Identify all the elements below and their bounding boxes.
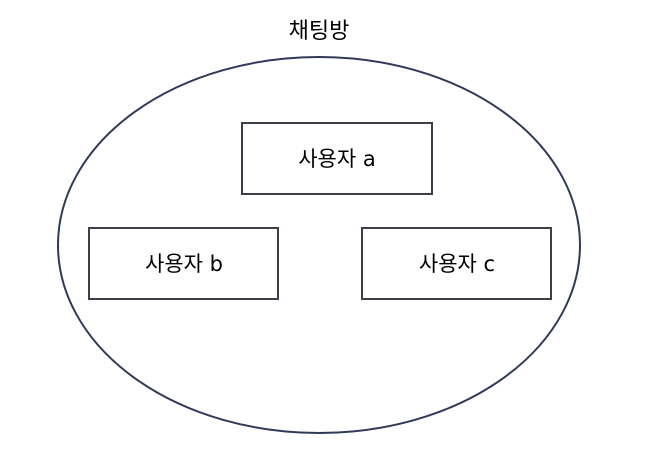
user-box-a — [241, 122, 433, 195]
diagram-title: 채팅방 — [289, 19, 350, 44]
user-node-a: 사용자 a — [241, 122, 433, 195]
user-box-b — [88, 227, 279, 300]
user-label-b: 사용자 b — [145, 252, 223, 276]
user-label-c: 사용자 c — [419, 252, 495, 276]
chat-room-ellipse — [57, 56, 581, 434]
user-node-c: 사용자 c — [361, 227, 552, 300]
user-label-a: 사용자 a — [298, 147, 376, 171]
user-node-b: 사용자 b — [88, 227, 279, 300]
user-box-c — [361, 227, 552, 300]
